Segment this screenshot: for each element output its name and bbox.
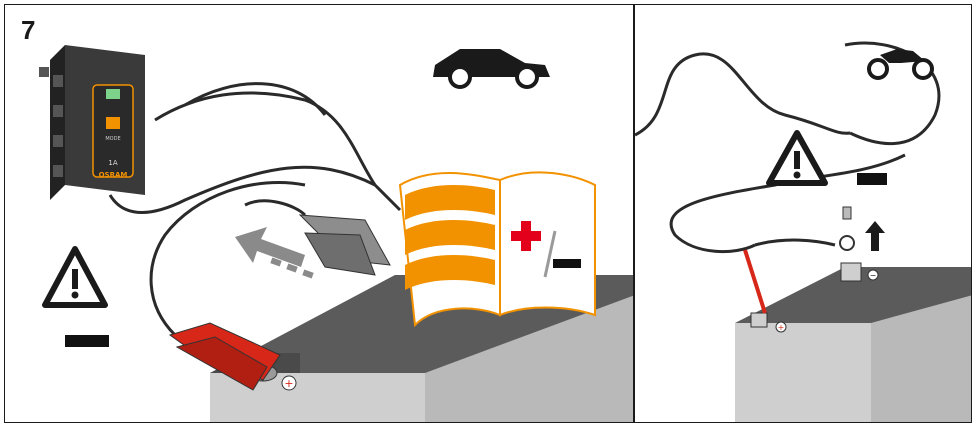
panel-car-connection: 7 +	[4, 4, 634, 423]
negative-mark: −	[870, 271, 877, 280]
black-clamp	[300, 215, 390, 275]
motorcycle-icon	[869, 49, 932, 78]
positive-mark: +	[284, 377, 293, 390]
arrow-icon	[865, 221, 885, 251]
warning-icon	[45, 249, 105, 305]
charger-mode-label: MODE	[105, 136, 120, 142]
panel-motorcycle-connection: + −	[634, 4, 972, 423]
car-icon	[433, 49, 550, 87]
negative-terminal: −	[841, 263, 878, 281]
arrow-icon	[235, 227, 314, 279]
motorcycle-scene: + −	[635, 5, 972, 423]
red-cable-end	[745, 250, 765, 313]
warning-icon	[769, 133, 825, 183]
redacted-label-bar	[857, 173, 887, 185]
positive-mark: +	[778, 323, 785, 332]
redacted-label-bar	[65, 335, 109, 347]
charger-brand-logo: OSRAM	[99, 171, 128, 179]
car-scene: + MODE 1A OSRAM	[5, 5, 634, 423]
ring-terminal	[840, 207, 854, 250]
osram-charger: MODE 1A OSRAM	[39, 45, 145, 200]
manual-book-icon	[400, 172, 595, 325]
motorcycle-battery	[735, 267, 972, 423]
charger-current-label: 1A	[108, 159, 117, 167]
